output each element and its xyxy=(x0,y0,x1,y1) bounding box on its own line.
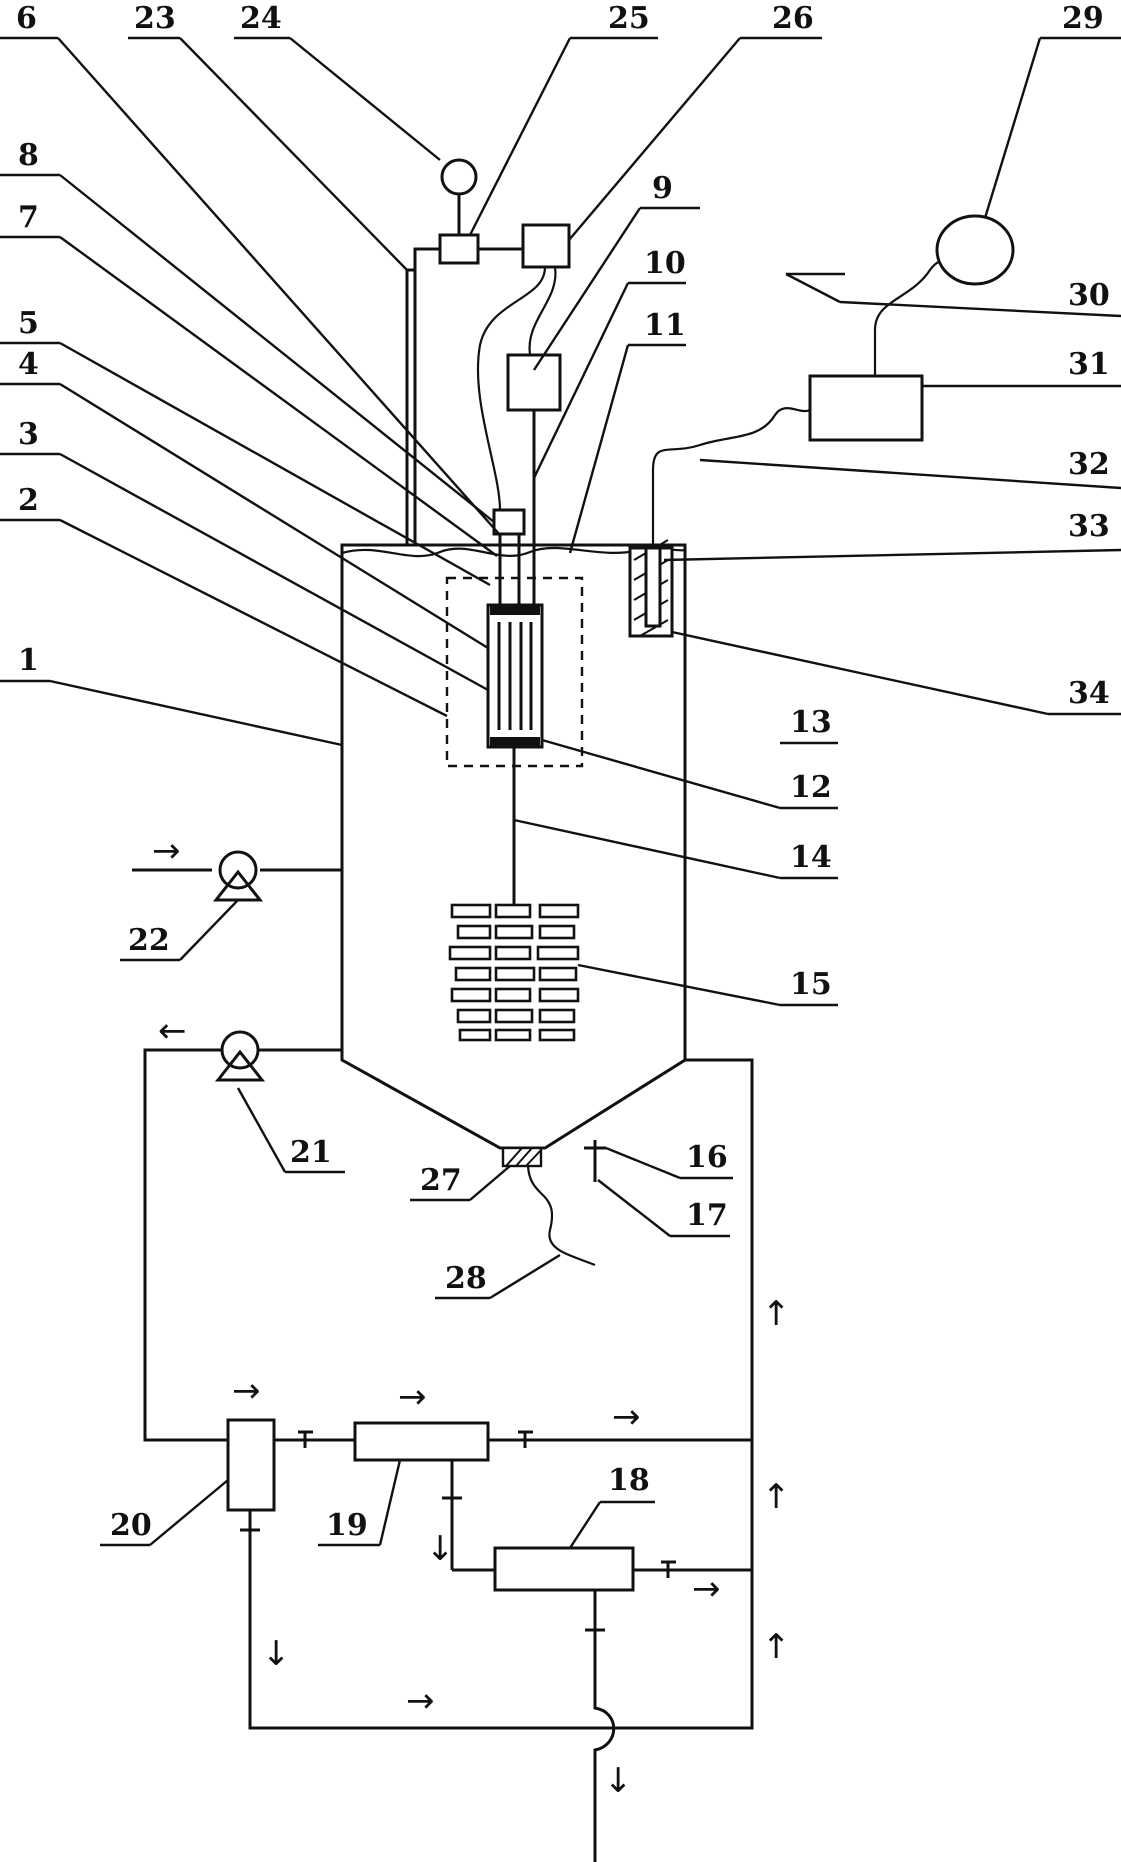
label-16: 16 xyxy=(686,1140,728,1175)
arrow-sep20-down: ↓ xyxy=(262,1634,291,1674)
arrow-feed-in: → xyxy=(152,831,181,871)
return-line xyxy=(248,1058,754,1730)
label-26: 26 xyxy=(772,1,814,36)
label-6: 6 xyxy=(16,1,37,36)
label-33: 33 xyxy=(1068,509,1110,544)
label-7: 7 xyxy=(18,200,39,235)
gauge-24 xyxy=(440,158,478,196)
arrow-bottom-right: → xyxy=(406,1681,435,1721)
meter-31 xyxy=(808,374,924,442)
label-14: 14 xyxy=(790,840,832,875)
label-32: 32 xyxy=(1068,447,1110,482)
electrode-module xyxy=(486,603,544,749)
label-2: 2 xyxy=(18,483,39,518)
arrow-return-up-2: ↑ xyxy=(762,1477,791,1517)
flow-arrows: → ← ↑ → → → ↑ ↓ → ↑ ↓ → ↓ xyxy=(152,831,791,1801)
electrode-holder xyxy=(492,508,526,536)
separator-19 xyxy=(353,1421,490,1462)
leader-lines xyxy=(0,36,1121,1549)
label-27: 27 xyxy=(420,1163,462,1198)
part-number-labels: 6 23 24 25 26 29 8 9 7 10 30 5 11 4 31 3… xyxy=(16,1,1110,1543)
label-21: 21 xyxy=(290,1135,332,1170)
arrow-sep19-out: → xyxy=(612,1397,641,1437)
box-25 xyxy=(438,233,480,265)
label-18: 18 xyxy=(608,1463,650,1498)
label-23: 23 xyxy=(134,1,176,36)
label-4: 4 xyxy=(18,347,39,382)
label-11: 11 xyxy=(644,308,686,343)
label-22: 22 xyxy=(128,923,170,958)
arrow-to-sep19: → xyxy=(232,1371,261,1411)
label-20: 20 xyxy=(110,1508,152,1543)
label-10: 10 xyxy=(644,246,686,281)
label-15: 15 xyxy=(790,967,832,1002)
arrow-return-up-1: ↑ xyxy=(762,1294,791,1334)
arrow-discharge: ↓ xyxy=(604,1761,633,1801)
label-5: 5 xyxy=(18,306,39,341)
recirculation-pump xyxy=(143,1030,342,1442)
separator-18 xyxy=(493,1546,635,1592)
label-30: 30 xyxy=(1068,278,1110,313)
label-19: 19 xyxy=(326,1508,368,1543)
arrow-outlet: ← xyxy=(158,1011,187,1051)
label-28: 28 xyxy=(445,1261,487,1296)
display-29 xyxy=(935,214,1015,286)
arrow-sep19-in: → xyxy=(398,1377,427,1417)
label-13: 13 xyxy=(790,705,832,740)
label-25: 25 xyxy=(608,1,650,36)
controller-box-10 xyxy=(506,353,562,412)
label-3: 3 xyxy=(18,417,39,452)
label-24: 24 xyxy=(240,1,282,36)
arrow-return-up-3: ↑ xyxy=(762,1627,791,1667)
label-1: 1 xyxy=(18,643,39,678)
label-9: 9 xyxy=(652,171,673,206)
label-17: 17 xyxy=(686,1198,728,1233)
label-8: 8 xyxy=(18,138,39,173)
label-34: 34 xyxy=(1068,676,1110,711)
box-26 xyxy=(521,223,571,269)
label-29: 29 xyxy=(1062,1,1104,36)
label-31: 31 xyxy=(1068,347,1110,382)
stirrer-packing xyxy=(448,903,580,1042)
separator-20 xyxy=(226,1418,276,1512)
arrow-sep19-down: ↓ xyxy=(426,1529,455,1569)
arrow-sep18-out: → xyxy=(692,1569,721,1609)
label-12: 12 xyxy=(790,770,832,805)
